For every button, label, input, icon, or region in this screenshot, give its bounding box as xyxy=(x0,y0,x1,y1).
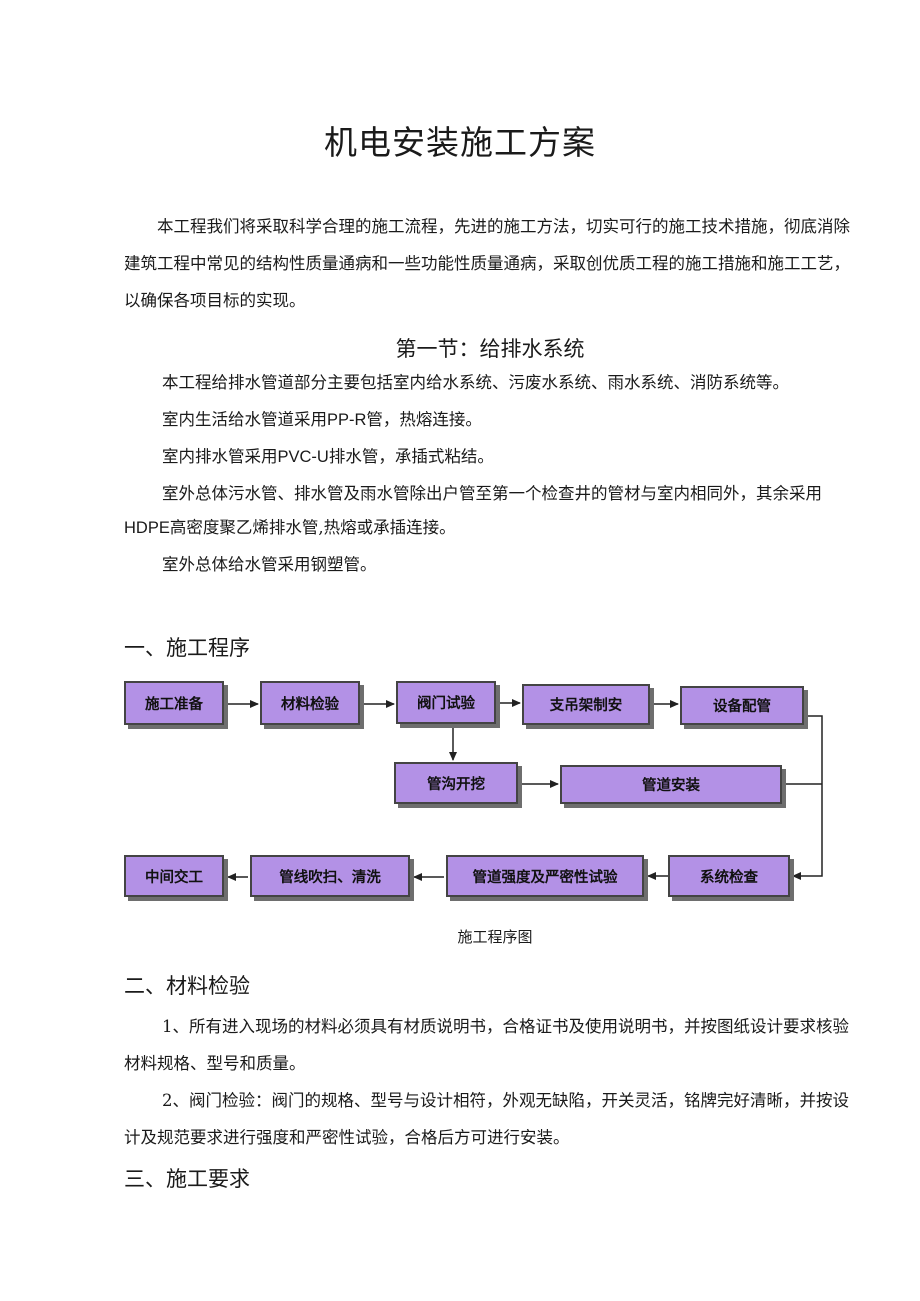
flow-step-flush: 管线吹扫、清洗 xyxy=(250,855,410,897)
flowchart-caption: 施工程序图 xyxy=(457,928,533,946)
text-fragment: 室内排水管采用 xyxy=(162,447,278,466)
flow-step-pipe-install: 管道安装 xyxy=(560,765,782,804)
section-paragraph: 本工程给排水管道部分主要包括室内给水系统、污废水系统、雨水系统、消防系统等。 xyxy=(162,373,789,392)
text-fragment: 室内生活给水管道采用 xyxy=(162,410,327,429)
text-fragment: 高密度聚乙烯排水管,热熔或承插连接。 xyxy=(169,518,456,537)
section-title: 第一节：给排水系统 xyxy=(395,337,585,361)
flow-step-equipment: 设备配管 xyxy=(680,686,804,725)
material-item: 计及规范要求进行强度和严密性试验，合格后方可进行安装。 xyxy=(124,1128,570,1147)
flow-step-system-check: 系统检查 xyxy=(668,855,790,897)
heading-material: 二、材料检验 xyxy=(124,974,250,998)
material-item: 材料规格、型号和质量。 xyxy=(124,1054,306,1073)
section-paragraph: 室内排水管采用PVC-U排水管，承插式粘结。 xyxy=(124,438,874,476)
section-paragraph: HDPE高密度聚乙烯排水管,热熔或承插连接。 xyxy=(124,509,874,547)
material-item: 2、阀门检验：阀门的规格、型号与设计相符，外观无缺陷，开关灵活，铭牌完好清晰，并… xyxy=(162,1091,849,1110)
flow-step-trench: 管沟开挖 xyxy=(394,762,518,804)
flow-step-prepare: 施工准备 xyxy=(124,681,224,725)
flow-step-support-make: 支吊架制安 xyxy=(522,684,650,725)
material-item: 1、所有进入现场的材料必须具有材质说明书，合格证书及使用说明书，并按图纸设计要求… xyxy=(162,1017,849,1036)
text-fragment: 排水管，承插式粘结。 xyxy=(328,447,494,466)
section-paragraph: 室内生活给水管道采用PP-R管，热熔连接。 xyxy=(124,401,874,439)
text-fragment: HDPE xyxy=(124,519,170,537)
text-fragment: 管，热熔连接。 xyxy=(366,410,482,429)
flow-step-valve-test: 阀门试验 xyxy=(396,681,496,724)
connector-equipment-to-system xyxy=(792,715,823,880)
intro-paragraph: 本工程我们将采取科学合理的施工流程，先进的施工方法，切实可行的施工技术措施，彻底… xyxy=(124,217,850,310)
heading-requirements: 三、施工要求 xyxy=(124,1167,250,1191)
section-paragraph: 室外总体给水管采用钢塑管。 xyxy=(162,555,377,574)
flow-step-material-check: 材料检验 xyxy=(260,681,360,725)
flow-step-handover: 中间交工 xyxy=(124,855,224,897)
section-paragraph: 室外总体污水管、排水管及雨水管除出户管至第一个检查井的管材与室内相同外，其余采用 xyxy=(162,484,822,503)
text-fragment: PP-R xyxy=(327,411,367,429)
text-fragment: PVC-U xyxy=(277,448,329,466)
flow-step-strength-test: 管道强度及严密性试验 xyxy=(446,855,644,897)
document-title: 机电安装施工方案 xyxy=(324,123,596,162)
heading-procedure: 一、施工程序 xyxy=(124,636,250,660)
